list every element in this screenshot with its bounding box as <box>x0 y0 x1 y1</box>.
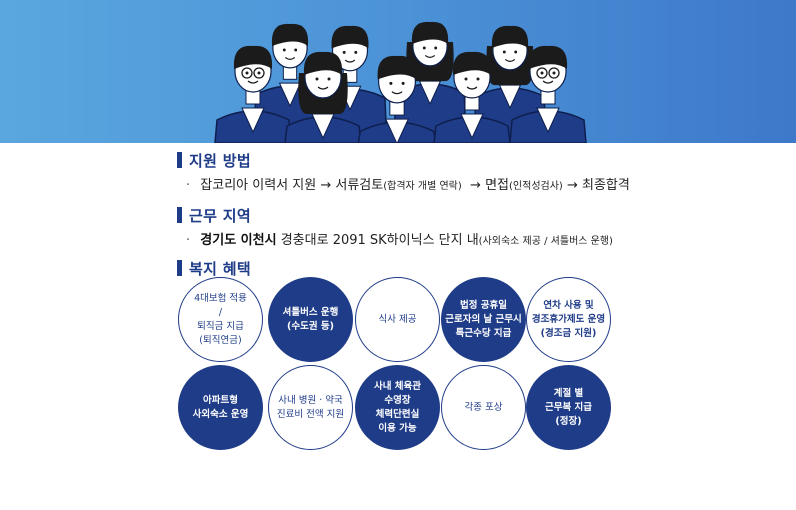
section-bar <box>177 207 182 223</box>
person-mouth <box>247 80 259 84</box>
person-hair <box>528 45 568 69</box>
person-mouth <box>344 59 356 63</box>
team-illustration <box>214 21 587 143</box>
apply-step-4: 최종합격 <box>582 178 630 193</box>
person-shirt <box>241 107 265 134</box>
person-hair <box>331 25 369 49</box>
location-city: 경기도 이천시 <box>200 233 277 248</box>
benefit-medical: 사내 병원 · 약국 진료비 전액 지원 <box>268 365 353 450</box>
person-hair <box>303 51 343 75</box>
person-shirt <box>385 118 409 143</box>
benefit-leave: 연차 사용 및 경조휴가제도 운영 (경조금 지원) <box>526 277 611 362</box>
apply-step-2-note: (합격자 개별 연락) <box>383 181 462 192</box>
person-eye <box>540 71 544 75</box>
arrow-3: → <box>566 178 578 193</box>
person-mouth <box>284 56 296 60</box>
person-eye <box>422 46 426 50</box>
person-hair <box>452 51 492 75</box>
glasses-icon <box>241 67 253 79</box>
glasses-icon <box>253 67 265 79</box>
benefit-awards: 각종 포상 <box>441 365 526 450</box>
benefits-grid: 4대보험 적용 / 퇴직금 지급 (퇴직연금) 셔틀버스 운행 (수도권 등) … <box>178 277 620 453</box>
bullet: · <box>186 178 191 193</box>
benefits-section: 복지 혜택 <box>177 258 251 278</box>
benefits-title-label: 복지 혜택 <box>189 259 251 278</box>
person-eye <box>552 71 556 75</box>
benefit-meals: 식사 제공 <box>355 277 440 362</box>
benefit-dormitory: 아파트형 사외숙소 운영 <box>178 365 263 450</box>
apply-step-3-note: (인적성검사) <box>509 181 563 192</box>
section-bar <box>177 260 182 276</box>
person-eye <box>464 77 468 81</box>
person-mouth <box>504 58 516 62</box>
person-eye <box>434 46 438 50</box>
person-eye <box>282 48 286 52</box>
benefit-gym: 사내 체육관 수영장 체력단련실 이용 가능 <box>355 365 440 450</box>
person-eye <box>315 77 319 81</box>
person-shirt <box>536 107 560 134</box>
apply-title: 지원 방법 <box>177 150 630 170</box>
person-hair <box>491 25 529 48</box>
person-shirt <box>460 113 484 140</box>
apply-step-3: 면접 <box>485 178 510 193</box>
person-eye <box>294 48 298 52</box>
person-mouth <box>317 86 329 90</box>
person-eye <box>401 81 405 85</box>
benefit-insurance: 4대보험 적용 / 퇴직금 지급 (퇴직연금) <box>178 277 263 362</box>
person-eye <box>342 50 346 54</box>
person-hair <box>271 23 309 46</box>
bullet: · <box>186 233 191 248</box>
apply-steps: · 잡코리아 이력서 지원 → 서류검토(합격자 개별 연락) → 면접(인적성… <box>186 174 630 193</box>
location-title-label: 근무 지역 <box>189 206 251 225</box>
person-hair <box>377 55 417 80</box>
benefit-uniform: 계절 별 근무복 지급 (정장) <box>526 365 611 450</box>
person-hair <box>233 45 273 69</box>
apply-step-2: 서류검토 <box>335 178 384 193</box>
apply-title-label: 지원 방법 <box>189 151 251 170</box>
person-mouth <box>542 80 554 84</box>
location-note: (사외숙소 제공 / 셔틀버스 운행) <box>478 236 613 247</box>
apply-section: 지원 방법 · 잡코리아 이력서 지원 → 서류검토(합격자 개별 연락) → … <box>177 150 630 193</box>
person-hair <box>411 21 449 44</box>
benefit-shuttle: 셔틀버스 운행 (수도권 등) <box>268 277 353 362</box>
glasses-icon <box>548 67 560 79</box>
arrow-2: → <box>470 178 481 193</box>
glasses-icon <box>536 67 548 79</box>
location-street: 경충대로 2091 SK하이닉스 단지 내 <box>280 233 479 248</box>
person-mouth <box>424 54 436 58</box>
location-title: 근무 지역 <box>177 205 613 225</box>
section-bar <box>177 152 182 168</box>
person-eye <box>354 50 358 54</box>
location-address: · 경기도 이천시 경충대로 2091 SK하이닉스 단지 내(사외숙소 제공 … <box>186 229 613 248</box>
hero-banner <box>0 0 796 143</box>
person-shirt <box>278 82 302 108</box>
person-mouth <box>466 86 478 90</box>
location-section: 근무 지역 · 경기도 이천시 경충대로 2091 SK하이닉스 단지 내(사외… <box>177 205 613 248</box>
person-eye <box>389 81 393 85</box>
person-eye <box>514 50 518 54</box>
benefits-title: 복지 혜택 <box>177 258 251 278</box>
person-mouth <box>391 91 403 95</box>
arrow-1: → <box>320 178 332 193</box>
person-eye <box>476 77 480 81</box>
apply-step-1: 잡코리아 이력서 지원 <box>200 178 317 193</box>
person-eye <box>257 71 261 75</box>
person-eye <box>327 77 331 81</box>
person-eye <box>502 50 506 54</box>
person-eye <box>245 71 249 75</box>
benefit-holiday-pay: 법정 공휴일 근로자의 날 근무시 특근수당 지급 <box>441 277 526 362</box>
